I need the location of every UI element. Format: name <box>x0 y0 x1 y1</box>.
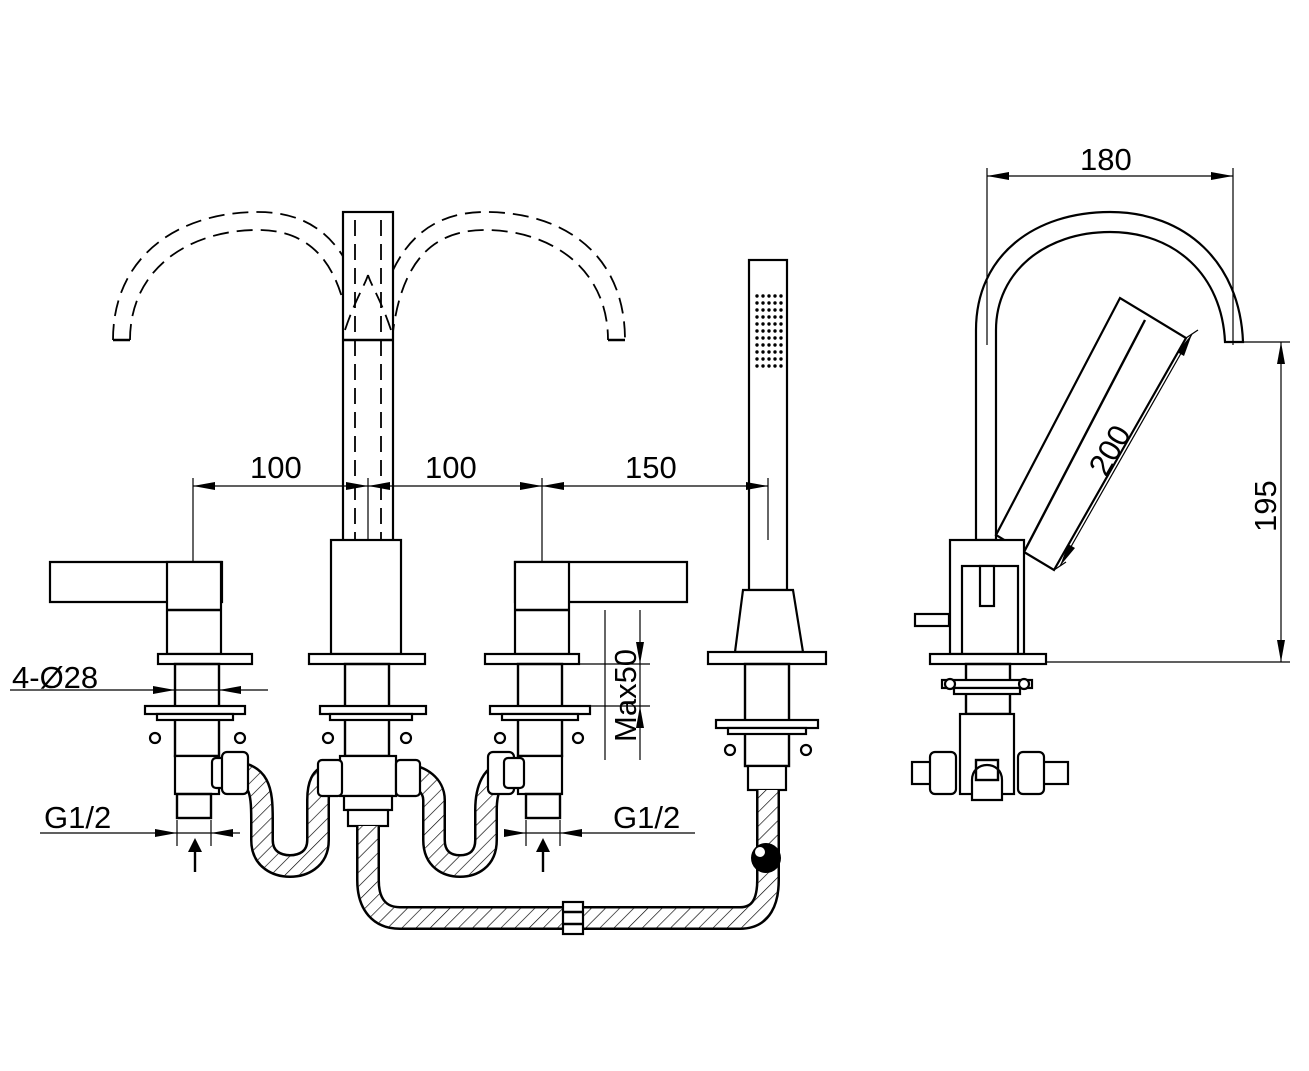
dim-spout-height: 195 <box>1248 480 1283 532</box>
hole-diameter-dimension <box>10 680 268 700</box>
left-valve <box>48 560 254 666</box>
inlet-right-dimension <box>504 820 695 846</box>
max-thickness-dimension <box>578 610 650 760</box>
inlet-left-dimension <box>40 820 240 846</box>
center-nut <box>342 794 394 812</box>
shower-hose <box>356 790 781 936</box>
hand-shower <box>706 258 828 666</box>
right-inlet-tail <box>524 792 562 820</box>
center-tee-body <box>338 754 398 798</box>
inlet-arrow-right <box>536 838 550 872</box>
spacing-dimensions <box>192 478 769 562</box>
dim-spacing-middle: 100 <box>425 450 477 485</box>
spout-flange <box>307 652 427 666</box>
shower-spray-face <box>755 294 783 368</box>
dim-inlet-right: G1/2 <box>613 800 680 835</box>
right-valve <box>483 560 689 666</box>
spout-width-dimension <box>986 168 1234 345</box>
spout-body <box>329 538 403 656</box>
mounting-washers <box>143 704 820 757</box>
side-handle-lever <box>994 296 1188 572</box>
side-flange <box>928 652 1048 666</box>
threaded-shanks <box>173 662 791 768</box>
left-inlet-tail <box>175 792 213 820</box>
dim-inlet-left: G1/2 <box>44 800 111 835</box>
front-view: 100 100 150 4-Ø28 Max50 <box>10 210 828 936</box>
spout-reach-dimension <box>1053 329 1199 571</box>
hose-weight-ball <box>751 843 781 873</box>
side-view: 180 200 195 <box>910 142 1290 802</box>
shower-nut <box>746 764 788 792</box>
dim-spout-width: 180 <box>1080 142 1132 177</box>
spout-height-dimension <box>1046 341 1290 663</box>
connecting-hoses <box>210 750 526 879</box>
dim-spacing-right: 150 <box>625 450 677 485</box>
inlet-arrow-left <box>188 838 202 872</box>
dim-hole-diameter: 4-Ø28 <box>12 660 98 695</box>
dim-spacing-left: 100 <box>250 450 302 485</box>
center-nut-2 <box>346 808 390 828</box>
dim-max-thickness: Max50 <box>608 649 643 742</box>
